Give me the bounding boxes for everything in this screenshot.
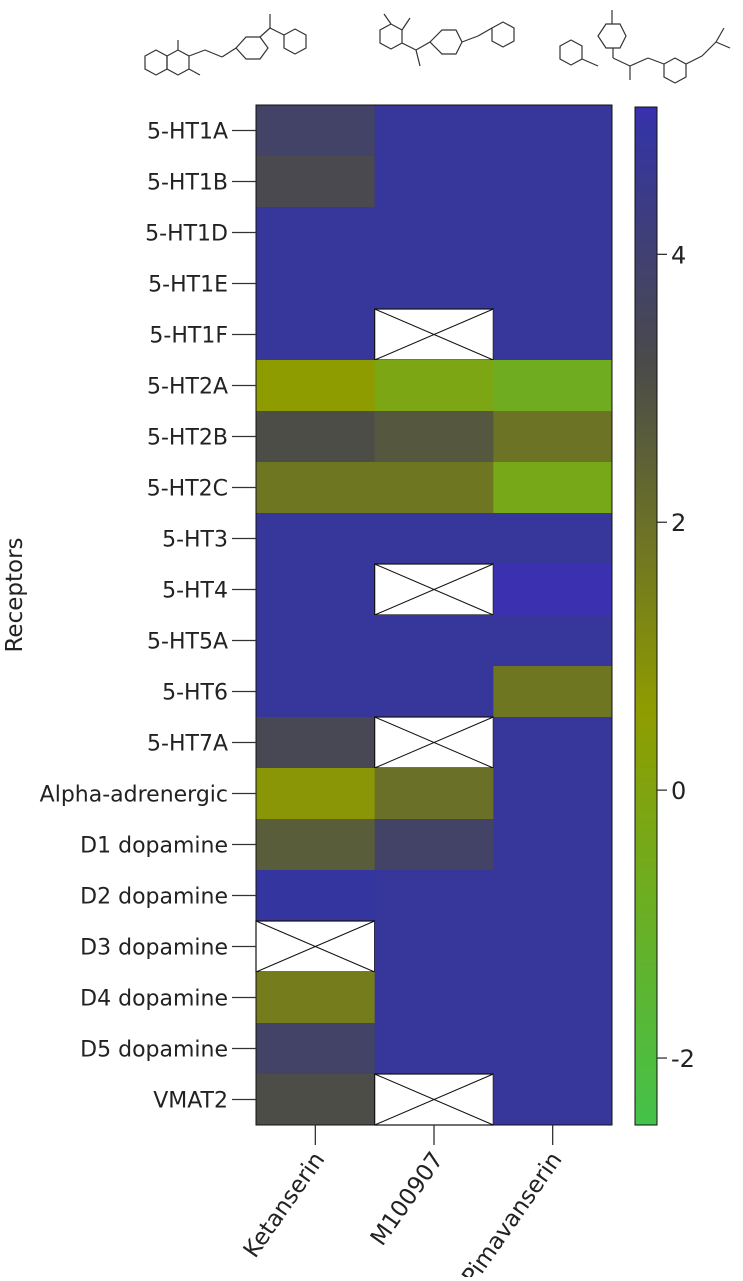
heatmap-cell [256,309,376,361]
heatmap-cell [256,360,376,412]
heatmap-cell [493,513,613,565]
heatmap-cell [374,666,494,718]
heatmap-cell [493,972,613,1024]
missing-cross-line [374,1073,494,1126]
row-label: 5-HT2C [147,477,228,502]
heatmap-cell [256,972,376,1024]
row-label: D2 dopamine [80,885,228,910]
heatmap-cells [255,105,613,1126]
pimavanserin-structure-drawing [559,10,731,84]
row-label: 5-HT1B [147,171,228,196]
row-labels: 5-HT1A 5-HT1B 5-HT1D 5-HT1E 5-HT1F 5-HT2A 5-HT… [40,120,256,1114]
row-label: D1 dopamine [80,834,228,859]
missing-cross-line [374,563,494,616]
missing-cross-line [374,716,494,769]
heatmap-cell [256,105,376,157]
column-label: M100907 [366,1148,449,1251]
heatmap-cell [374,819,494,871]
heatmap-cell [374,105,494,157]
heatmap-cell [256,411,376,463]
row-label: 5-HT5A [147,630,228,655]
heatmap-cell [493,207,613,259]
heatmap-cell [256,1074,376,1126]
heatmap-cell [493,768,613,820]
heatmap-cell [493,411,613,463]
heatmap-cell [256,819,376,871]
row-label: 5-HT3 [162,528,228,553]
heatmap-cell [256,156,376,208]
row-label: VMAT2 [153,1089,228,1114]
heatmap-cell [493,105,613,157]
y-axis-label: Receptors [2,537,28,652]
heatmap-cell [493,666,613,718]
row-label: D5 dopamine [80,1038,228,1063]
row-label: D4 dopamine [80,987,228,1012]
column-label: Ketanserin [239,1148,330,1263]
heatmap-cell [256,870,376,922]
heatmap-cell [493,921,613,973]
heatmap-cell [374,615,494,667]
row-label: 5-HT4 [162,579,228,604]
heatmap-cell [493,258,613,310]
heatmap-cell [256,258,376,310]
heatmap-cell [374,411,494,463]
heatmap-cell [493,564,613,616]
heatmap-cell [374,870,494,922]
heatmap-cell [256,666,376,718]
heatmap-cell [374,921,494,973]
colorbar-tick-label: 0 [671,777,686,805]
colorbar-tick-label: 4 [671,241,686,269]
heatmap-cell [374,258,494,310]
heatmap-cell [256,1023,376,1075]
heatmap-cell [374,360,494,412]
heatmap-cell [493,360,613,412]
colorbar-tick-label: -2 [671,1045,695,1073]
heatmap-cell [493,1023,613,1075]
heatmap-cell [256,717,376,769]
missing-cross-line [374,308,494,361]
heatmap-cell [493,615,613,667]
row-label: 5-HT7A [147,732,228,757]
heatmap-cell [374,768,494,820]
row-label: D3 dopamine [80,936,228,961]
row-label: 5-HT1A [147,120,228,145]
row-label: 5-HT6 [162,681,228,706]
heatmap-cell [493,156,613,208]
heatmap-cell [493,462,613,514]
heatmap-cell [256,462,376,514]
row-label: 5-HT1E [148,273,228,298]
heatmap-cell [374,462,494,514]
heatmap-cell [374,156,494,208]
heatmap-cell [256,768,376,820]
heatmap-cell [374,972,494,1024]
heatmap-cell [256,207,376,259]
heatmap-cell [256,513,376,565]
row-label: 5-HT1F [149,324,228,349]
colorbar-tick-label: 2 [671,509,686,537]
m100907-structure-drawing [379,13,515,67]
heatmap-cell [493,819,613,871]
heatmap-cell [493,717,613,769]
colorbar: -2 0 2 4 [634,106,695,1126]
heatmap-cell [256,564,376,616]
row-label: 5-HT2B [147,426,228,451]
row-label: 5-HT2A [147,375,228,400]
ketanserin-structure-drawing [144,14,307,76]
heatmap-cell [493,870,613,922]
heatmap-cell [493,309,613,361]
heatmap-cell [374,513,494,565]
heatmap-cell [374,1023,494,1075]
column-label: Pimavanserin [457,1148,567,1277]
heatmap-cell [493,1074,613,1126]
colorbar-gradient [634,106,658,1126]
missing-cross-line [255,920,375,973]
row-label: Alpha-adrenergic [40,783,228,808]
row-label: 5-HT1D [145,222,228,247]
heatmap-cell [374,207,494,259]
heatmap-cell [256,615,376,667]
